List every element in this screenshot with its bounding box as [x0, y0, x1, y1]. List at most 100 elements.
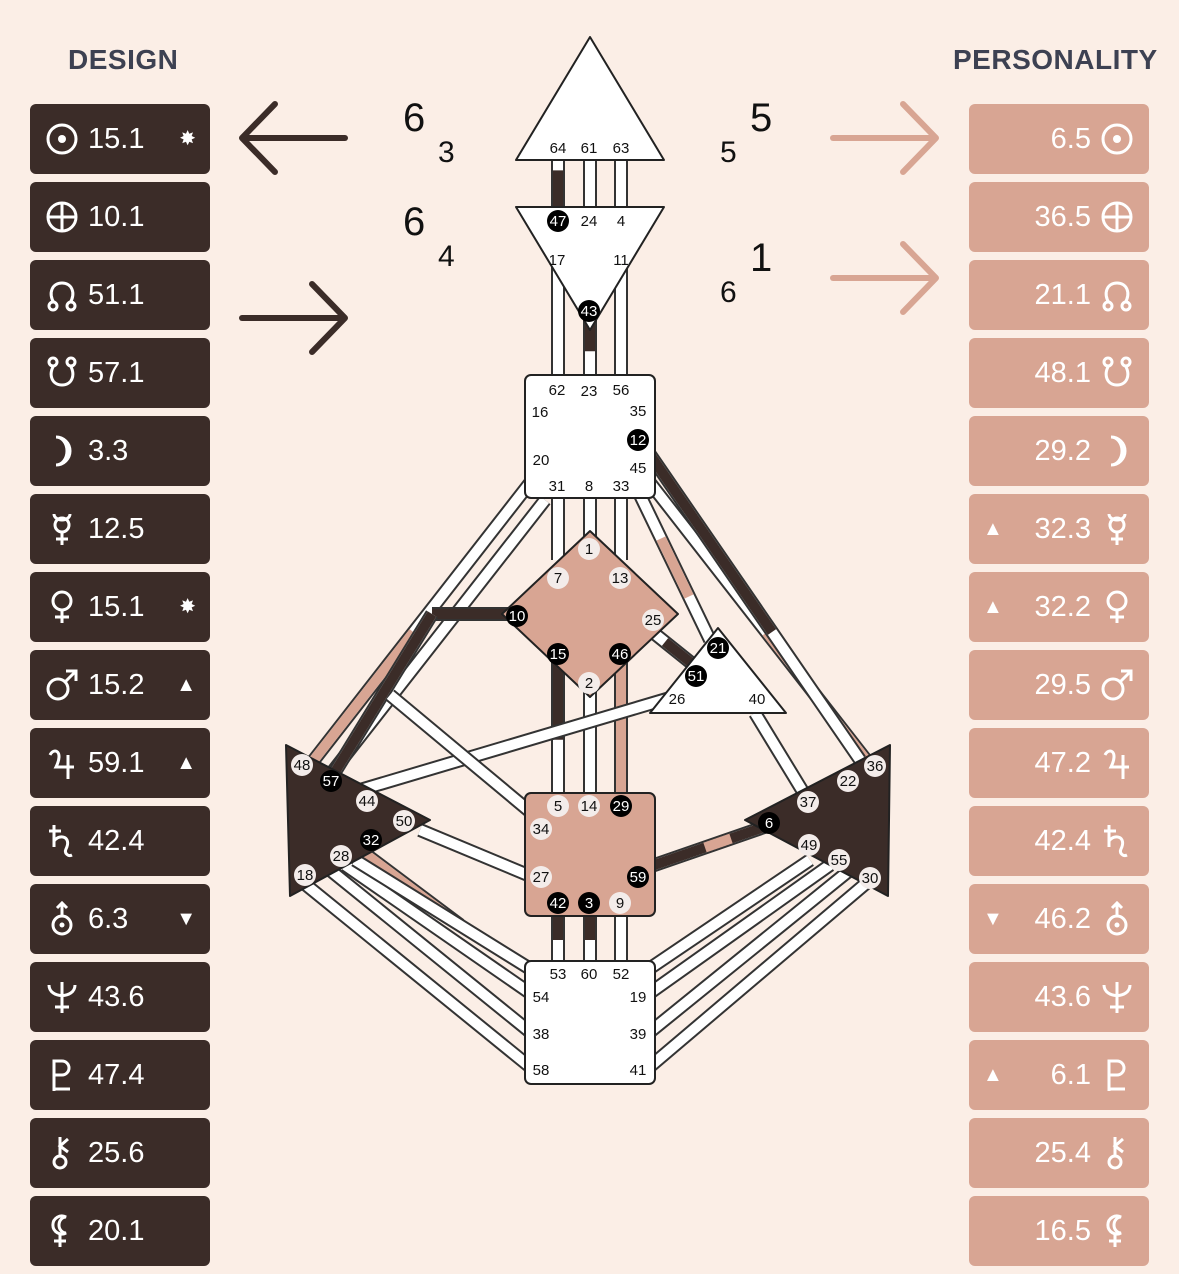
personality-row[interactable]: 36.5 [969, 182, 1149, 252]
gate-label: 57 [323, 773, 340, 790]
personality-row[interactable]: ▼ 46.2 [969, 884, 1149, 954]
channel-activation [656, 536, 694, 599]
personality-marker-icon: ▼ [983, 908, 1003, 930]
design-row[interactable]: 20.1 [30, 1196, 210, 1266]
gate-16: 16 [532, 404, 549, 421]
design-value: 15.1 [88, 590, 145, 623]
gate-29: 29 [610, 795, 632, 817]
design-value: 47.4 [88, 1058, 145, 1091]
gate-50: 50 [393, 810, 415, 832]
design-row[interactable]: 43.6 [30, 962, 210, 1032]
personality-value: 32.3 [1034, 512, 1091, 545]
personality-row[interactable]: ▲32.3 [969, 494, 1149, 564]
channel-line [326, 866, 544, 1044]
personality-row[interactable]: ▲6.1 [969, 1040, 1149, 1110]
heart-center [649, 627, 787, 714]
design-marker-icon: ✸ [179, 596, 196, 618]
design-row[interactable]: 15.1✸ [30, 104, 210, 174]
gate-label: 48 [294, 757, 311, 774]
gate-10: 10 [506, 605, 528, 627]
personality-row[interactable]: 25.4 [969, 1118, 1149, 1188]
venus-icon [1106, 590, 1128, 623]
channel-line [386, 691, 544, 824]
design-row[interactable]: 25.6 [30, 1118, 210, 1188]
gate-58: 58 [533, 1062, 550, 1079]
gate-label: 34 [533, 821, 550, 838]
personality-row[interactable]: 43.6 [969, 962, 1149, 1032]
design-row[interactable]: 6.3▼ [30, 884, 210, 954]
personality-row[interactable]: 29.2 [969, 416, 1149, 486]
channel-line [352, 855, 543, 980]
gate-60: 60 [581, 966, 598, 983]
uranus-icon [51, 901, 73, 936]
gate-36: 36 [864, 755, 886, 777]
ajna-center [515, 206, 665, 331]
design-value: 25.6 [88, 1136, 145, 1169]
saturn-icon [49, 825, 73, 857]
gate-label: 28 [333, 848, 350, 865]
gate-label: 1 [585, 541, 593, 558]
gate-label: 31 [549, 478, 566, 495]
design-row[interactable]: 15.1 ✸ [30, 572, 210, 642]
jupiter-icon [48, 749, 74, 779]
sun-icon [46, 123, 78, 155]
gate-46: 46 [609, 643, 631, 665]
gate-64: 64 [550, 140, 567, 157]
gate-39: 39 [630, 1026, 647, 1043]
gate-17: 17 [549, 252, 566, 269]
personality-row[interactable]: 48.1 [969, 338, 1149, 408]
earth-icon [46, 201, 78, 233]
gate-label: 64 [550, 140, 567, 157]
gate-label: 26 [669, 691, 686, 708]
personality-row[interactable]: 42.4 [969, 806, 1149, 876]
personality-value: 16.5 [1034, 1214, 1091, 1247]
gate-label: 24 [581, 213, 598, 230]
chiron-icon [52, 1137, 69, 1170]
personality-value: 48.1 [1034, 356, 1091, 389]
gate-62: 62 [549, 382, 566, 399]
design-row[interactable]: 42.4 [30, 806, 210, 876]
gate-54: 54 [533, 989, 550, 1006]
design-row[interactable]: 59.1▲ [30, 728, 210, 798]
gate-5: 5 [547, 795, 569, 817]
gate-label: 61 [581, 140, 598, 157]
gate-38: 38 [533, 1026, 550, 1043]
personality-column: 6.5 36.5 21.1 48.1 29.2 ▲32.3 ▲32.2 29.5 47.2 42.… [969, 104, 1149, 1274]
gate-40: 40 [749, 691, 766, 708]
gate-11: 11 [613, 252, 629, 269]
design-row[interactable]: 15.2▲ [30, 650, 210, 720]
channel-line [750, 710, 813, 803]
personality-value: 46.2 [1034, 902, 1091, 935]
design-row[interactable]: 57.1 [30, 338, 210, 408]
design-value: 51.1 [88, 278, 145, 311]
gate-label: 27 [533, 869, 550, 886]
personality-row[interactable]: ▲32.2 [969, 572, 1149, 642]
design-row[interactable]: 51.1 [30, 260, 210, 330]
gate-label: 63 [613, 140, 630, 157]
gate-37: 37 [797, 791, 819, 813]
gate-3: 3 [578, 892, 600, 914]
gate-label: 12 [630, 432, 647, 449]
gate-label: 32 [363, 832, 380, 849]
left-top-big-number: 6 [403, 96, 426, 140]
personality-row[interactable]: 6.5 [969, 104, 1149, 174]
gate-label: 23 [581, 383, 598, 400]
channel-line [418, 825, 542, 885]
gate-label: 10 [509, 608, 526, 625]
gate-label: 29 [613, 798, 630, 815]
design-row[interactable]: 3.3 [30, 416, 210, 486]
design-row[interactable]: 12.5 [30, 494, 210, 564]
channel-activation [325, 611, 437, 783]
personality-row[interactable]: 29.5 [969, 650, 1149, 720]
channel-line [342, 860, 543, 1005]
design-row[interactable]: 47.4 [30, 1040, 210, 1110]
design-row[interactable]: 10.1 [30, 182, 210, 252]
gate-34: 34 [530, 818, 552, 840]
gate-label: 55 [831, 852, 848, 869]
personality-row[interactable]: 16.5 [969, 1196, 1149, 1266]
gate-label: 37 [800, 794, 817, 811]
personality-row[interactable]: 21.1 [969, 260, 1149, 330]
personality-row[interactable]: 47.2 [969, 728, 1149, 798]
left-mid-big-number: 6 [403, 200, 426, 244]
